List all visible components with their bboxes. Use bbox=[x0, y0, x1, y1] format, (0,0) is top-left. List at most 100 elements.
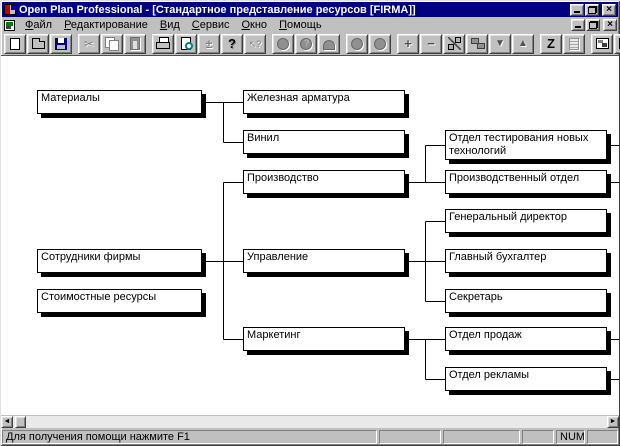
window-fit-icon bbox=[618, 38, 620, 49]
child-close-button[interactable]: × bbox=[603, 19, 617, 31]
menu-window[interactable]: Окно bbox=[241, 19, 268, 31]
link-nodes-icon bbox=[447, 37, 461, 50]
new-document-button[interactable] bbox=[4, 33, 26, 54]
shape-circle-2-icon bbox=[300, 37, 312, 50]
resource-box-otdel-prodazh[interactable]: Отдел продаж bbox=[445, 327, 607, 351]
resource-box-proizvodstvo[interactable]: Производство bbox=[243, 170, 405, 194]
open-folder-button[interactable] bbox=[27, 33, 49, 54]
move-down-button[interactable]: ▼ bbox=[489, 33, 511, 54]
horizontal-scrollbar[interactable]: ◄ ► bbox=[1, 415, 619, 428]
menu-service[interactable]: Сервис bbox=[191, 19, 230, 31]
toolbar-group-1 bbox=[4, 33, 72, 54]
resource-box-stoimostnye-resursy[interactable]: Стоимостные ресурсы bbox=[37, 289, 202, 313]
new-document-icon bbox=[10, 37, 20, 50]
child-minimize-button[interactable] bbox=[571, 19, 585, 31]
sort-z-button[interactable]: Z bbox=[540, 33, 562, 54]
close-button[interactable]: × bbox=[602, 3, 616, 16]
resource-box-materialy[interactable]: Материалы bbox=[37, 90, 202, 114]
scrollbar-track[interactable] bbox=[13, 416, 607, 428]
window-tile-icon bbox=[595, 38, 609, 49]
child-close-icon: × bbox=[607, 19, 613, 30]
statusbar: Для получения помощи нажмите F1 NUM bbox=[1, 429, 619, 445]
resource-box-vinil[interactable]: Винил bbox=[243, 130, 405, 154]
child-minimize-icon bbox=[575, 26, 581, 28]
save-icon bbox=[55, 37, 67, 50]
help-icon: ? bbox=[228, 35, 236, 51]
resource-box-otdel-reklamy[interactable]: Отдел рекламы bbox=[445, 367, 607, 391]
move-up-icon: ▲ bbox=[518, 37, 528, 49]
connector-lines bbox=[202, 102, 619, 380]
window-tile-button[interactable] bbox=[591, 33, 613, 54]
scrollbar-thumb[interactable] bbox=[15, 416, 26, 428]
print-preview-icon bbox=[180, 37, 193, 50]
collapse-minus-icon: − bbox=[427, 35, 435, 51]
menu-view[interactable]: Вид bbox=[159, 19, 180, 31]
restore-icon bbox=[587, 5, 597, 14]
toolbar-group-8 bbox=[591, 33, 620, 54]
resource-box-marketing[interactable]: Маркетинг bbox=[243, 327, 405, 351]
paste-icon bbox=[130, 37, 140, 50]
status-panel-4 bbox=[587, 430, 618, 444]
shape-circle-1-button bbox=[272, 33, 294, 54]
restore-button[interactable] bbox=[585, 3, 599, 16]
shape-arch-button bbox=[318, 33, 340, 54]
toolbar-group-2: ✂ bbox=[78, 33, 146, 54]
cut-icon: ✂ bbox=[83, 36, 95, 51]
cut-button: ✂ bbox=[78, 33, 100, 54]
resource-box-glavnyj-buhgalter[interactable]: Главный бухгалтер bbox=[445, 249, 607, 273]
shape-circle-4-icon bbox=[374, 37, 386, 50]
shape-circle-2-button bbox=[295, 33, 317, 54]
print-icon bbox=[156, 37, 170, 50]
menu-help[interactable]: Помощь bbox=[279, 19, 322, 31]
notes-page-icon bbox=[569, 37, 579, 50]
resource-box-sekretar[interactable]: Секретарь bbox=[445, 289, 607, 313]
shape-circle-3-button bbox=[346, 33, 368, 54]
menu-edit[interactable]: Редактирование bbox=[64, 19, 148, 31]
shape-circle-1-icon bbox=[277, 37, 289, 50]
resource-box-zheleznaya-armatura[interactable]: Железная арматура bbox=[243, 90, 405, 114]
toolbar-group-3: ±?↖? bbox=[152, 33, 266, 54]
resource-box-generalnyj-direktor[interactable]: Генеральный директор bbox=[445, 209, 607, 233]
window-fit-button[interactable] bbox=[614, 33, 620, 54]
resource-box-upravlenie[interactable]: Управление bbox=[243, 249, 405, 273]
expand-plus-button[interactable]: + bbox=[397, 33, 419, 54]
toolbar-group-6: +− ▼ ▲ bbox=[397, 33, 534, 54]
scroll-left-button[interactable]: ◄ bbox=[1, 416, 13, 428]
shape-circle-3-icon bbox=[351, 37, 363, 50]
toolbar-group-4 bbox=[272, 33, 340, 54]
status-num-indicator: NUM bbox=[556, 430, 585, 444]
copy-button bbox=[101, 33, 123, 54]
collapse-minus-button[interactable]: − bbox=[420, 33, 442, 54]
print-preview-button[interactable] bbox=[175, 33, 197, 54]
save-button[interactable] bbox=[50, 33, 72, 54]
resource-box-sotrudniki-firmy[interactable]: Сотрудники фирмы bbox=[37, 249, 202, 273]
help-button[interactable]: ? bbox=[221, 33, 243, 54]
hierarchy-step-icon bbox=[470, 37, 485, 50]
status-panel-1 bbox=[379, 430, 441, 444]
child-restore-button[interactable] bbox=[586, 19, 600, 31]
menu-file[interactable]: Файл bbox=[25, 19, 53, 31]
paste-button bbox=[124, 33, 146, 54]
copy-icon bbox=[105, 36, 119, 51]
move-down-icon: ▼ bbox=[495, 37, 505, 49]
toolbar: ✂ ±?↖? +− ▼ ▲ Z bbox=[1, 32, 620, 56]
minimize-icon bbox=[574, 10, 580, 13]
move-up-button[interactable]: ▲ bbox=[512, 33, 534, 54]
document-system-menu-icon[interactable] bbox=[4, 19, 15, 31]
shape-arch-icon bbox=[323, 39, 335, 50]
resource-box-otdel-testirovaniya[interactable]: Отдел тестирования новых технологий bbox=[445, 130, 607, 160]
status-panel-3 bbox=[522, 430, 554, 444]
close-icon: × bbox=[606, 3, 612, 15]
expand-plus-icon: + bbox=[404, 35, 412, 51]
minimize-button[interactable] bbox=[570, 3, 584, 16]
hierarchy-step-button[interactable] bbox=[466, 33, 488, 54]
menubar: Файл Редактирование Вид Сервис Окно Помощь × bbox=[1, 18, 619, 32]
print-button[interactable] bbox=[152, 33, 174, 54]
window-title: Open Plan Professional - [Стандартное пр… bbox=[19, 3, 416, 16]
shape-circle-4-button bbox=[369, 33, 391, 54]
link-nodes-button[interactable] bbox=[443, 33, 465, 54]
plus-minus-view-button: ± bbox=[198, 33, 220, 54]
scroll-right-button[interactable]: ► bbox=[607, 416, 619, 428]
resource-box-proizvodstvennyj-otdel[interactable]: Производственный отдел bbox=[445, 170, 607, 194]
